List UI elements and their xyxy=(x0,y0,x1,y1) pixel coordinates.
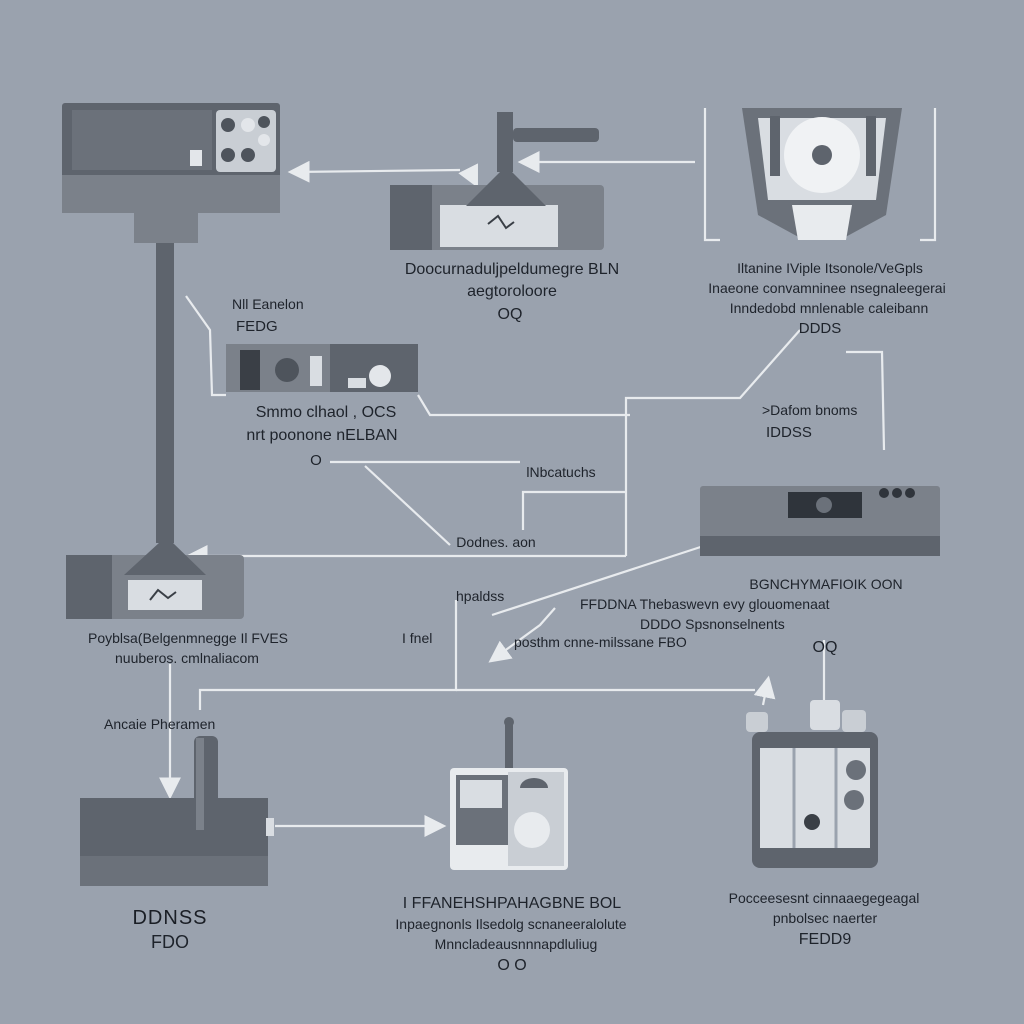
control-panel-icon xyxy=(226,344,418,392)
unit-label-6: posthm cnne-milssane FBO xyxy=(514,634,687,650)
box-label-1: DDNSS xyxy=(132,907,208,929)
connector-junction-branch xyxy=(521,490,626,530)
device-label-2: Inpaegnonls Ilsedolg scnaneeralolute xyxy=(395,916,627,932)
cabinet-label-2: pnbolsec naerter xyxy=(772,910,878,926)
connector-panel-right xyxy=(417,394,630,417)
unit-label-1: >Dafom bnoms xyxy=(762,402,858,418)
connector-mount-down xyxy=(458,163,478,188)
base-label-5: I fnel xyxy=(402,630,433,646)
mount-label-3: OQ xyxy=(497,306,523,323)
device-label-1: I FFANEHSHPAHAGBNE BOL xyxy=(402,895,622,912)
panel-label-4: nrt poonone nELBAN xyxy=(246,427,398,444)
connector-panel-left xyxy=(185,295,226,397)
connector-lower-bend xyxy=(488,607,556,663)
handheld-device-icon xyxy=(450,717,568,870)
panel-label-3: Smmo clhaol , OCS xyxy=(255,404,397,421)
connector-lower-route xyxy=(198,600,458,710)
disc-label-2: Inaeone convamninee nsegnaleegerai xyxy=(708,280,946,296)
connector-lines xyxy=(159,108,937,837)
unit-label-5: DDDO Spsnonselnents xyxy=(640,616,785,632)
base-label-2: nuuberos. cmlnaliacom xyxy=(115,650,259,666)
control-console-icon xyxy=(62,103,280,543)
box-label-2: FDO xyxy=(151,932,189,952)
connector-console-mount xyxy=(287,160,461,183)
connector-unit-cross xyxy=(491,538,723,617)
unit-label-2: IDDSS xyxy=(766,424,812,441)
cabinet-label-3: FEDD9 xyxy=(798,931,852,948)
base-label-1: Poyblsa(Belgenmnegge Il FVES xyxy=(88,630,288,646)
cabinet-icon xyxy=(746,700,878,868)
disc-label-3: Inndedobd mnlenable caleibann xyxy=(729,300,929,316)
connector-disc-frame-right xyxy=(920,108,937,242)
mount-base-icon xyxy=(390,112,604,250)
connector-right-unit xyxy=(846,350,886,451)
device-label-4: O O xyxy=(497,957,527,974)
base-label-4: hpaldss xyxy=(456,588,505,604)
connector-junction-drop xyxy=(364,465,451,546)
disc-label-1: Iltanine IViple Itsonole/VeGpls xyxy=(737,260,923,276)
server-box-icon xyxy=(80,736,274,886)
receiver-unit-icon xyxy=(700,486,940,556)
unit-label-3: BGNCHYMAFIOIK OON xyxy=(749,576,903,592)
mount-label-1: Doocurnaduljpeldumegre BLN xyxy=(404,261,620,278)
stand-base-icon xyxy=(66,542,244,619)
connector-disc-route xyxy=(624,329,801,556)
connector-cabinet-up xyxy=(753,675,776,706)
panel-label-5: O xyxy=(310,452,322,469)
panel-label-1: Nll Eanelon xyxy=(232,296,304,312)
junction-label-2: Dodnes. aon xyxy=(456,534,536,550)
disc-label-4: DDDS xyxy=(798,320,842,337)
junction-label-1: lNbcatuchs xyxy=(526,464,596,480)
unit-label-7: OQ xyxy=(812,639,838,656)
device-label-3: Mnncladeausnnnapdluliug xyxy=(434,936,598,952)
unit-label-4: FFDDNA Thebaswevn evy glouomenaat xyxy=(580,596,830,612)
base-label-3: Ancaie Pheramen xyxy=(104,716,216,732)
connector-disc-frame xyxy=(703,108,720,242)
cabinet-label-1: Pocceesesnt cinnaaegegeagal xyxy=(728,890,920,906)
panel-label-2: FEDG xyxy=(236,318,278,335)
mount-label-2: aegtoroloore xyxy=(467,283,557,300)
disc-drive-icon xyxy=(742,108,902,240)
